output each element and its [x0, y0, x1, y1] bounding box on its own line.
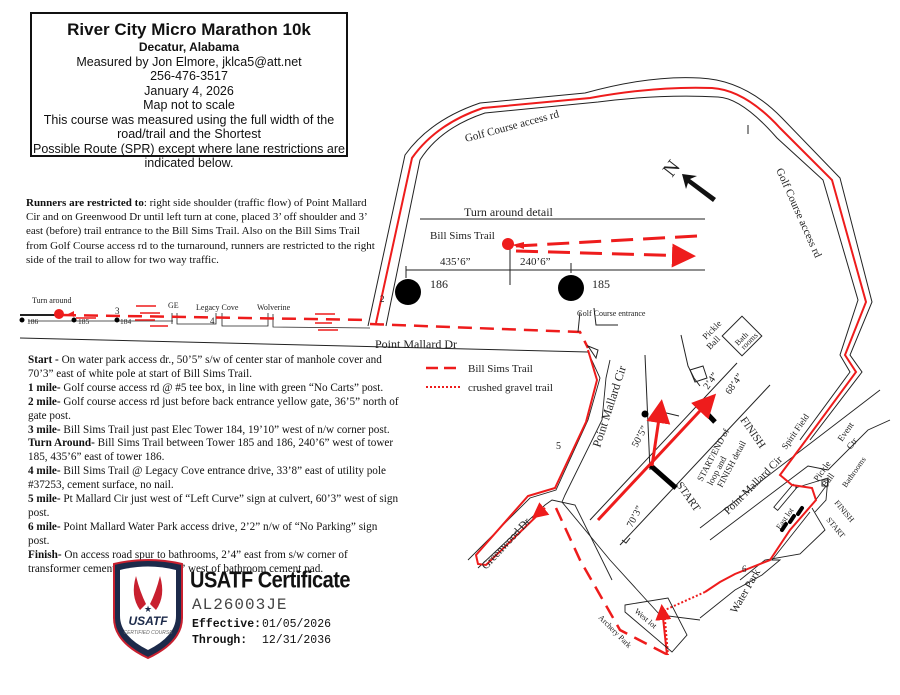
svg-text:Bathrooms: Bathrooms — [840, 455, 868, 489]
svg-text:68’4”: 68’4” — [723, 372, 745, 397]
route-golf-access — [375, 86, 868, 441]
split-turnaround: Turn Around- Bill Sims Trail between Tow… — [28, 437, 394, 464]
badge-subtext: CERTIFIED COURSE — [123, 630, 173, 636]
star-icon: ★ — [144, 605, 152, 615]
split-mile-3: 3 mile- Bill Sims Trail just past Elec T… — [28, 423, 390, 436]
svg-text:5: 5 — [556, 441, 561, 452]
svg-text:50’5”: 50’5” — [630, 424, 650, 449]
scale-note: Map not to scale — [143, 98, 235, 112]
svg-text:435’6”: 435’6” — [440, 256, 471, 268]
turnaround-marker — [54, 309, 64, 319]
spr-note-2: road/trail and the Shortest — [117, 127, 261, 141]
svg-text:4: 4 — [210, 316, 215, 326]
route-archery-trail — [554, 507, 669, 657]
restrictions-text: : right side shoulder (traffic flow) of … — [26, 197, 375, 266]
svg-text:185: 185 — [592, 277, 610, 291]
point-mallard-cir — [467, 351, 701, 621]
legend-gravel: crushed gravel trail — [468, 382, 553, 394]
svg-text:Turn around detail: Turn around detail — [464, 205, 554, 219]
arrow-icon — [682, 174, 716, 202]
usatf-certificate: ★ USATF CERTIFIED COURSE USATF Certifica… — [108, 558, 358, 688]
split-mile-5: 5 mile- Pt Mallard Cir just west of “Lef… — [28, 493, 399, 519]
parking-bollards — [780, 506, 804, 532]
label-golf-access-right: Golf Course access rd — [773, 166, 824, 260]
map-legend: Bill Sims Trail crushed gravel trail — [426, 363, 553, 394]
wing-right — [150, 576, 163, 610]
svg-text:184: 184 — [120, 317, 132, 326]
svg-text:70’3”: 70’3” — [625, 504, 645, 529]
tower-186 — [395, 279, 421, 305]
wing-left — [133, 576, 146, 610]
svg-text:Wolverine: Wolverine — [257, 303, 291, 312]
start-line — [648, 463, 678, 490]
svg-text:START: START — [674, 480, 703, 514]
effective-date: 01/05/2026 — [262, 618, 332, 631]
route-gravel-trail — [664, 591, 706, 656]
spr-note-4: indicated below. — [144, 156, 234, 170]
effective-row: Effective:01/05/2026 — [192, 618, 332, 631]
north-icon: N — [659, 156, 685, 181]
route-pm-cir — [474, 349, 599, 567]
split-mile-1: 1 mile- Golf course access rd @ #5 tee b… — [28, 381, 384, 394]
svg-text:Bill Sims Trail: Bill Sims Trail — [430, 230, 495, 242]
svg-text:Archery Park: Archery Park — [597, 613, 634, 650]
point-mallard-dr: Point Mallard Dr Golf Course entrance — [19, 307, 646, 360]
split-mile-4: 4 mile- Bill Sims Trail @ Legacy Cove en… — [28, 465, 386, 492]
split-mile-2: 2 mile- Golf course access rd just befor… — [28, 395, 399, 422]
course-title: River City Micro Marathon 10k — [67, 20, 311, 39]
measure-date: January 4, 2026 — [144, 83, 234, 98]
certificate-number: AL26003JE — [192, 596, 288, 614]
svg-text:3: 3 — [115, 306, 120, 316]
water-park-area — [699, 389, 891, 619]
svg-text:185: 185 — [78, 317, 90, 326]
tower-185 — [558, 275, 584, 301]
runner-restrictions: Runners are restricted to: right side sh… — [26, 196, 376, 267]
svg-text:Point Mallard Dr: Point Mallard Dr — [375, 337, 457, 351]
split-mile-6: 6 mile- Point Mallard Water Park access … — [28, 520, 378, 547]
turnaround-detail: Turn around detail Bill Sims Trail 435’6… — [395, 205, 705, 305]
usatf-shield-logo: ★ USATF CERTIFIED COURSE — [113, 559, 183, 660]
restrictions-lead: Runners are restricted to — [26, 197, 144, 209]
spr-note-3: Possible Route (SPR) except where lane r… — [33, 141, 345, 156]
through-row: Through:12/31/2036 — [192, 634, 332, 647]
svg-text:Greenwood Dr: Greenwood Dr — [479, 516, 533, 572]
course-info-box: River City Micro Marathon 10k Decatur, A… — [30, 12, 348, 170]
legend-bill-sims: Bill Sims Trail — [468, 363, 533, 375]
svg-text:186: 186 — [27, 317, 39, 326]
split-start: Start - On water park access dr., 50’5” … — [28, 354, 382, 380]
route-east-loop — [704, 439, 818, 593]
svg-text:2: 2 — [380, 294, 385, 304]
west-lot — [624, 597, 688, 653]
phone: 256-476-3517 — [150, 69, 228, 83]
measured-by: Measured by Jon Elmore, jklca5@att.net — [76, 54, 302, 69]
svg-text:Legacy Cove: Legacy Cove — [196, 303, 239, 312]
start-finish-detail: Pickle Ball Bath rooms 2’4” 68’4” FINISH… — [589, 315, 771, 546]
svg-text:Turn around: Turn around — [32, 296, 71, 305]
label-golf-access-top: Golf Course access rd — [464, 108, 561, 145]
svg-text:START: START — [824, 516, 847, 540]
golf-course-access-road — [367, 77, 873, 441]
through-date: 12/31/2036 — [262, 634, 332, 647]
course-location: Decatur, Alabama — [138, 40, 240, 54]
svg-text:186: 186 — [430, 277, 448, 291]
bill-sims-trail-west: Turn around 186 185 184 3 GE Legacy Cove… — [19, 294, 590, 349]
certificate-title: USATF Certificate — [190, 568, 351, 594]
spr-note-1: This course was measured using the full … — [43, 112, 335, 127]
svg-text:2’4”: 2’4” — [701, 371, 720, 392]
svg-text:240’6”: 240’6” — [520, 256, 551, 268]
badge-text: USATF — [128, 614, 168, 628]
svg-text:Golf Course entrance: Golf Course entrance — [577, 309, 646, 318]
turnaround-point — [502, 238, 514, 250]
svg-text:6: 6 — [742, 564, 747, 574]
north-arrow: N — [659, 156, 716, 202]
svg-text:GE: GE — [168, 301, 179, 310]
